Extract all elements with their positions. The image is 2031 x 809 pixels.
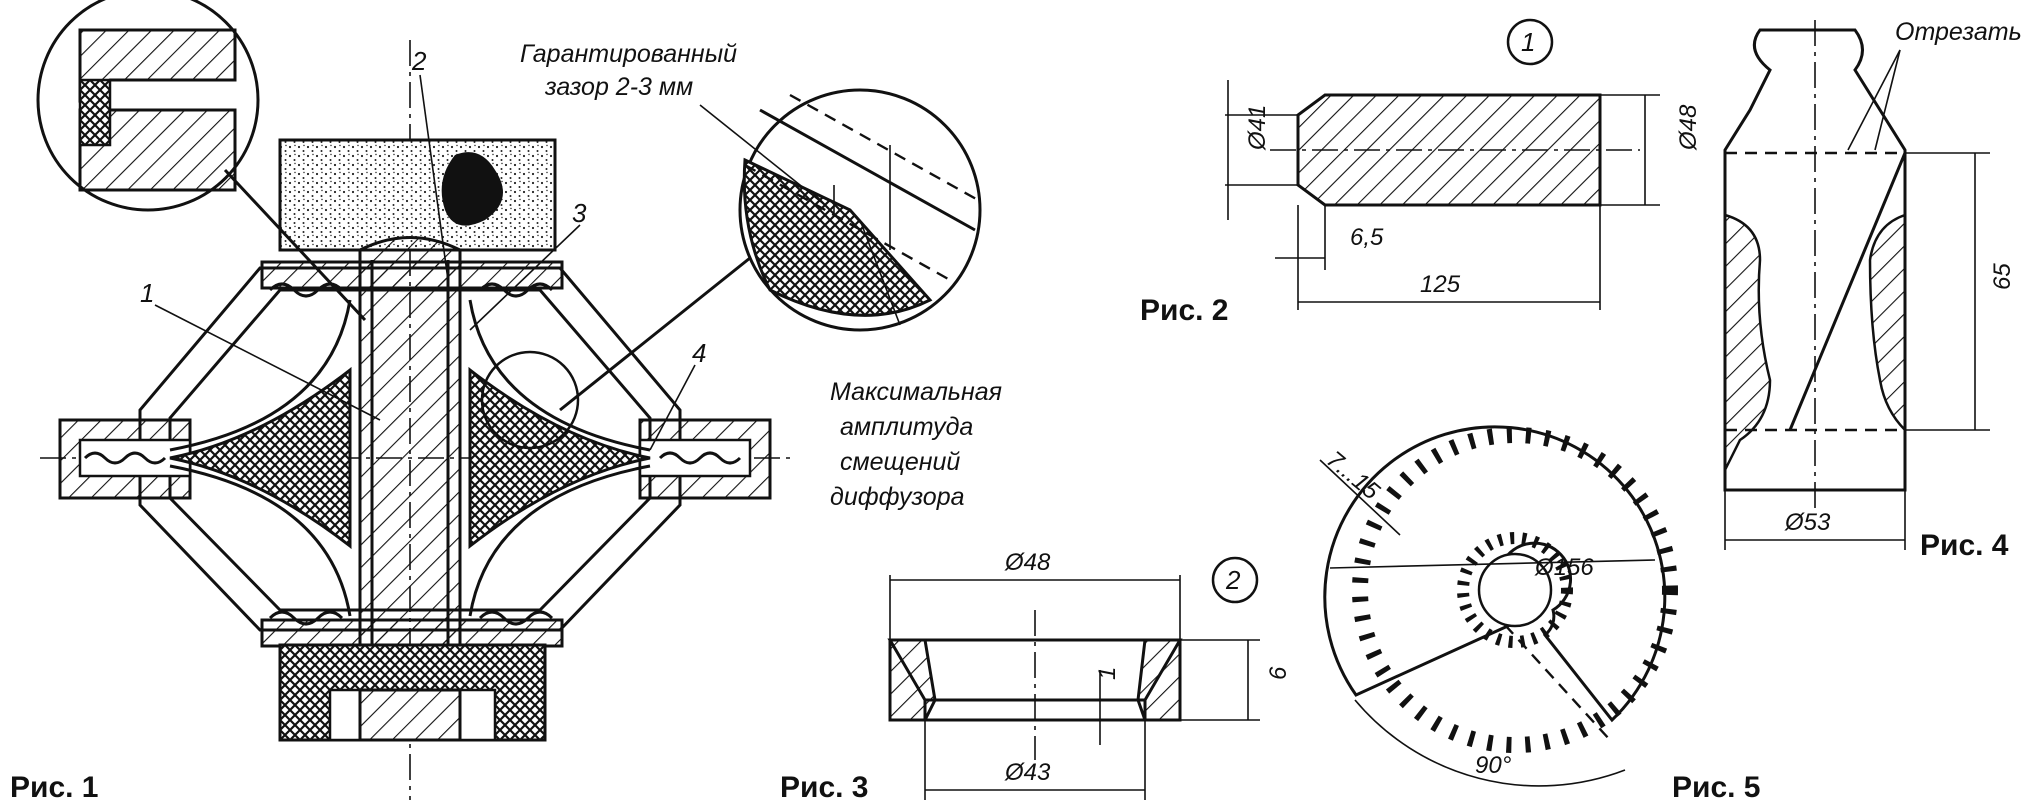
fig1-left-cone-upper-edge	[169, 299, 352, 452]
fig1-detail-left-leader	[223, 168, 367, 322]
fig1-caption: Рис. 1	[10, 771, 99, 804]
fig1-amplitude-note-line1: Максимальная	[830, 378, 1002, 406]
fig1-amplitude-note-leader	[859, 219, 901, 326]
fig1-callout-4: 4	[692, 338, 706, 368]
fig1-lower-right-spider	[478, 610, 554, 626]
fig1-gap-note-line1: Гарантированный	[520, 40, 737, 68]
fig1-right-cone	[468, 366, 651, 550]
fig4-right-wall-cut	[1868, 213, 1907, 434]
fig1-detail-right-mesh	[742, 157, 933, 317]
fig3-dim-step: 1	[1094, 667, 1121, 680]
fig5-outer-teeth	[1352, 427, 1678, 753]
fig5-dim-diameter: Ø156	[1534, 554, 1594, 581]
fig3-dim-inner: Ø43	[1004, 759, 1051, 786]
fig5-center-hole	[1477, 552, 1553, 628]
fig5-angle-arc	[1354, 699, 1626, 787]
fig4-left-wall-cut	[1723, 213, 1772, 471]
fig1-right-corrugation	[658, 451, 742, 465]
fig1-amplitude-note-line4: диффузора	[830, 483, 965, 511]
fig1-right-suspension-slot	[638, 438, 752, 478]
fig1-left-cone-lower-edge	[169, 464, 352, 617]
fig5-cut-line	[1504, 624, 1611, 741]
fig3-dim-outer: Ø48	[1004, 549, 1051, 576]
fig1-left-corrugation	[83, 451, 167, 465]
fig4-diagonal-cut	[1788, 152, 1907, 431]
figure-2-part-1: 1 Ø41 Ø48 6,5 125 Рис. 2	[1140, 18, 1702, 327]
fig1-left-cone	[169, 366, 352, 550]
fig5-dim-diameter-line	[1329, 559, 1656, 569]
fig1-amplitude-note-line2: амплитуда	[840, 413, 973, 441]
fig4-dim-height: 65	[1989, 263, 2016, 290]
fig1-callout-4-leader	[649, 364, 696, 451]
fig1-gap-note-leader	[699, 104, 826, 206]
fig3-dim-height: 6	[1265, 666, 1292, 680]
fig4-cut-note-leader-1	[1847, 49, 1901, 151]
fig4-dim-diameter: Ø53	[1784, 509, 1831, 536]
fig1-right-cone-upper-edge	[468, 299, 651, 452]
fig1-callout-3-leader	[469, 224, 581, 331]
fig1-callout-2-leader	[419, 74, 449, 281]
figure-5-disc-template: Ø156 7...15 90° Рис. 5	[1319, 425, 1761, 804]
fig1-detail-left-mesh	[78, 78, 112, 147]
fig2-dim-diameter-large: Ø48	[1675, 104, 1702, 151]
fig3-caption: Рис. 3	[780, 771, 869, 804]
fig4-cut-note: Отрезать	[1895, 18, 2022, 46]
fig3-ring-left-section	[888, 638, 937, 722]
fig1-gap-note-line2: зазор 2-3 мм	[544, 73, 693, 101]
fig2-part-number: 1	[1521, 27, 1535, 57]
fig2-part-number-circle	[1506, 18, 1554, 66]
fig2-dim-length: 125	[1420, 271, 1461, 298]
fig4-cut-note-leader-2	[1874, 49, 1901, 151]
fig1-top-magnet	[278, 138, 557, 252]
fig1-bottom-pole	[358, 688, 462, 742]
fig1-magnet-stain	[441, 152, 503, 226]
fig1-upper-right-spider	[478, 282, 554, 298]
fig1-right-cone-lower-edge	[468, 464, 651, 617]
fig5-caption: Рис. 5	[1672, 771, 1761, 804]
figure-3-part-2: 2 Ø48 Ø43 6 1 Рис. 3	[780, 549, 1292, 804]
fig2-dim-chamfer: 6,5	[1350, 224, 1384, 251]
fig3-part-number: 2	[1225, 565, 1241, 595]
fig1-lower-left-spider	[268, 610, 344, 626]
fig1-callout-1-leader	[154, 304, 381, 421]
fig1-detail-left-lower-part	[78, 108, 237, 192]
fig1-detail-right-origin-circle	[480, 350, 580, 450]
fig1-callout-1: 1	[140, 278, 154, 308]
fig1-callout-2: 2	[411, 46, 427, 76]
fig4-caption: Рис. 4	[1920, 529, 2009, 562]
fig1-detail-right-edge-1	[759, 108, 976, 232]
fig2-caption: Рис. 2	[1140, 294, 1229, 327]
fig1-callout-3: 3	[572, 198, 587, 228]
fig3-ring-right-section	[1136, 638, 1182, 722]
fig5-dim-angle: 90°	[1475, 752, 1512, 779]
fig1-center-pole	[358, 236, 462, 702]
fig1-detail-right-leader	[559, 256, 751, 412]
figure-1-section-view: 1 2 3 4 Гарантированный зазор 2-3 мм Мак…	[10, 0, 1002, 804]
fig5-inner-teeth	[1457, 532, 1573, 648]
fig3-part-number-circle	[1211, 556, 1259, 604]
fig2-dim-diameter-small: Ø41	[1244, 105, 1271, 151]
fig1-detail-right-dashed-1	[789, 93, 979, 202]
fig5-dim-notch-line	[1319, 459, 1401, 536]
fig1-amplitude-note-line3: смещений	[840, 448, 960, 476]
figure-4-bottle: 65 Ø53 Отрезать Рис. 4	[1723, 18, 2022, 562]
